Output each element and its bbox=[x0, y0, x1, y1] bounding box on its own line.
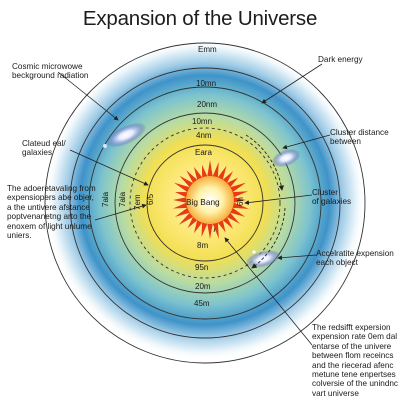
ring-label-r3: 20nm bbox=[197, 100, 217, 109]
page-title: Expansion of the Universe bbox=[82, 7, 318, 30]
vert-label-2: 7ala bbox=[118, 191, 127, 207]
leader-left-paragraph bbox=[94, 203, 147, 221]
vert-label-4: 6/5 bbox=[146, 193, 155, 205]
annotation-accelerate: Accelratite expension each object bbox=[316, 249, 394, 268]
vert-label-3: 7em bbox=[133, 194, 142, 210]
leader-cmb bbox=[57, 71, 119, 121]
arc-arrow-upper bbox=[245, 134, 284, 191]
ring-labels: Emm 10mn 20nm 10mn 4nm Eara 8m 95n 20m 4… bbox=[192, 45, 217, 308]
ring-3 bbox=[88, 86, 322, 320]
ring-label-r5: 4nm bbox=[196, 131, 212, 140]
ring-label-r4: 10mn bbox=[192, 117, 212, 126]
ring-label-b4: 45m bbox=[194, 299, 210, 308]
center-label: Big Bang bbox=[186, 197, 220, 207]
leader-redshift bbox=[224, 237, 313, 346]
big-bang-burst bbox=[173, 160, 249, 239]
leader-clusters-left bbox=[69, 149, 149, 186]
expansion-arrows bbox=[245, 134, 286, 269]
ring-5 bbox=[129, 127, 281, 279]
ring-2 bbox=[69, 67, 341, 339]
annotation-clusters-left: Clateud eal/ galaxies bbox=[22, 139, 66, 158]
burst-core bbox=[186, 176, 234, 224]
ring-4 bbox=[114, 112, 296, 294]
leader-lines bbox=[57, 63, 331, 346]
expansion-rings bbox=[44, 42, 366, 364]
annotation-cluster-distance: Cluster distance between bbox=[330, 128, 389, 147]
annotation-redshift: The redsifft expersion expension rate 0e… bbox=[312, 323, 399, 398]
galaxy-dot bbox=[252, 250, 256, 254]
annotation-dark-energy: Dark energy bbox=[318, 55, 363, 64]
leader-tick bbox=[213, 227, 216, 233]
leader-accelerate bbox=[277, 254, 317, 261]
ring-label-b2: 95n bbox=[195, 263, 208, 272]
ring-label-b3: 20m bbox=[195, 282, 211, 291]
ring-label-b1: 8m bbox=[197, 241, 208, 250]
leader-dark-energy bbox=[261, 63, 323, 104]
vert-label-1: 7ala bbox=[101, 191, 110, 207]
galaxy-upper-left bbox=[105, 122, 147, 148]
ring-label-r2: 10mn bbox=[196, 79, 216, 88]
arc-arrow-lower bbox=[251, 207, 286, 269]
ring-6 bbox=[146, 144, 264, 262]
annotation-cluster-right: Cluster of galaxies bbox=[312, 188, 352, 207]
ring-label-r6: Eara bbox=[195, 148, 212, 157]
leader-cluster-right bbox=[244, 194, 313, 205]
annotation-left-paragraph: The adoeretavaling from expensiopers abe… bbox=[7, 184, 96, 241]
ring-outer bbox=[44, 42, 366, 364]
ring-label-top: Emm bbox=[198, 45, 217, 54]
leader-cluster-distance bbox=[282, 134, 331, 150]
annotation-cmb: Cosmic microwowe beckground radiation bbox=[12, 62, 89, 81]
vertical-labels: 7ala 7ala 7em 6/5 6h bbox=[101, 191, 245, 210]
vert-label-5: 6h bbox=[236, 197, 245, 206]
galaxy-dot bbox=[103, 144, 107, 148]
galaxy-right bbox=[271, 148, 301, 168]
